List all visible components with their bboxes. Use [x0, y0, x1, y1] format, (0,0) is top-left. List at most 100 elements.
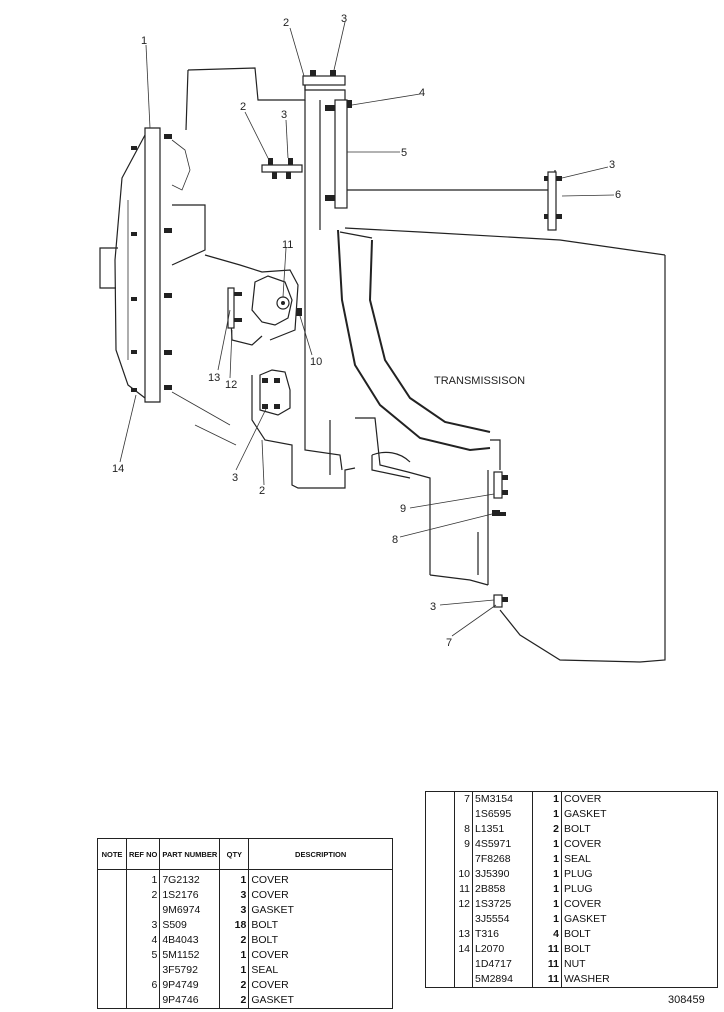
- note-cell: [425, 927, 455, 942]
- description-cell: BOLT: [251, 934, 278, 946]
- note-cell: [97, 948, 127, 963]
- note-cell: [97, 903, 127, 918]
- ref-cell: 1: [126, 873, 161, 888]
- transmission-tube: [337, 229, 491, 479]
- note-cell: [425, 897, 455, 912]
- note-cell: [97, 933, 127, 948]
- note-cell: [425, 867, 455, 882]
- part-number-cell: 3F5792: [159, 963, 221, 978]
- callout: 2: [240, 101, 246, 113]
- description-cell: COVER: [251, 889, 289, 901]
- ref-cell: 8: [454, 822, 473, 837]
- part-number-cell: 4S5971: [472, 837, 533, 852]
- description-cell: BOLT: [564, 943, 591, 955]
- callout: 6: [615, 189, 621, 201]
- mid-cover-group: [261, 158, 303, 179]
- note-cell: [97, 978, 127, 993]
- cover-bolts-left: [131, 134, 172, 392]
- description-cell: SEAL: [564, 853, 591, 865]
- callout: 4: [419, 87, 425, 99]
- description-cell: GASKET: [564, 913, 607, 925]
- part-number-cell: T316: [472, 927, 533, 942]
- ref-cell: [454, 972, 473, 988]
- part-number-cell: 7F8268: [472, 852, 533, 867]
- part-number-cell: 2B858: [472, 882, 533, 897]
- qty-cell: 11: [532, 942, 562, 957]
- description-cell: COVER: [564, 898, 602, 910]
- note-cell: [425, 837, 455, 852]
- ref-cell: [454, 912, 473, 927]
- description-cell: GASKET: [564, 808, 607, 820]
- ref-cell: 4: [126, 933, 161, 948]
- ref-cell: 6: [126, 978, 161, 993]
- exploded-parts-drawing: 1 2 3 2 3 4 5 3 6 11 13 12 10 14 3 2 9 8…: [99, 13, 666, 663]
- qty-cell: 2: [219, 978, 250, 993]
- qty-cell: 1: [219, 948, 250, 963]
- note-cell: [425, 822, 455, 837]
- qty-cell: 1: [532, 852, 562, 867]
- part-number-cell: S509: [159, 918, 221, 933]
- vertical-cover-5: [325, 99, 352, 209]
- part-number-cell: 1S3725: [472, 897, 533, 912]
- note-cell: [97, 918, 127, 933]
- part-number-cell: 4B4043: [159, 933, 221, 948]
- qty-cell: 1: [532, 837, 562, 852]
- description-cell: BOLT: [564, 823, 591, 835]
- note-cell: [97, 888, 127, 903]
- callout: 11: [282, 239, 293, 251]
- callout: 12: [225, 379, 237, 391]
- note-cell: [425, 791, 455, 807]
- callout: 3: [281, 109, 287, 121]
- part-number-cell: 1S6595: [472, 807, 533, 822]
- ref-cell: 2: [126, 888, 161, 903]
- callout: 3: [609, 159, 615, 171]
- ref-cell: [454, 957, 473, 972]
- description-cell: PLUG: [564, 883, 593, 895]
- ref-cell: [126, 963, 161, 978]
- callout: 2: [283, 17, 289, 29]
- description-cell: WASHER: [564, 973, 610, 985]
- ref-cell: 11: [454, 882, 473, 897]
- callout: 3: [232, 472, 238, 484]
- note-cell: [425, 972, 455, 988]
- callout: 14: [112, 463, 124, 475]
- part-number-cell: L1351: [472, 822, 533, 837]
- ref-cell: 7: [454, 791, 473, 807]
- description-cell: COVER: [564, 793, 602, 805]
- part-number-cell: 9M6974: [159, 903, 221, 918]
- ref-cell: [126, 903, 161, 918]
- callout: 13: [208, 372, 220, 384]
- side-cover-6: [544, 171, 562, 231]
- engine-housing: [171, 67, 666, 663]
- header-note: NOTE: [97, 838, 127, 870]
- qty-cell: 1: [532, 867, 562, 882]
- callout: 7: [446, 637, 452, 649]
- qty-cell: 2: [219, 993, 250, 1009]
- description-cell: COVER: [251, 979, 289, 991]
- part-number-cell: L2070: [472, 942, 533, 957]
- transmission-label: TRANSMISSISON: [434, 375, 525, 387]
- description-cell: GASKET: [251, 994, 294, 1006]
- description-cell: GASKET: [251, 904, 294, 916]
- callout: 10: [310, 356, 322, 368]
- qty-cell: 11: [532, 972, 562, 988]
- header-description: DESCRIPTION: [248, 838, 393, 870]
- header-part-number: PART NUMBER: [159, 838, 221, 870]
- qty-cell: 1: [532, 897, 562, 912]
- qty-cell: 2: [219, 933, 250, 948]
- header-ref: REF NO: [126, 838, 161, 870]
- callout: 3: [430, 601, 436, 613]
- part-number-cell: 3J5554: [472, 912, 533, 927]
